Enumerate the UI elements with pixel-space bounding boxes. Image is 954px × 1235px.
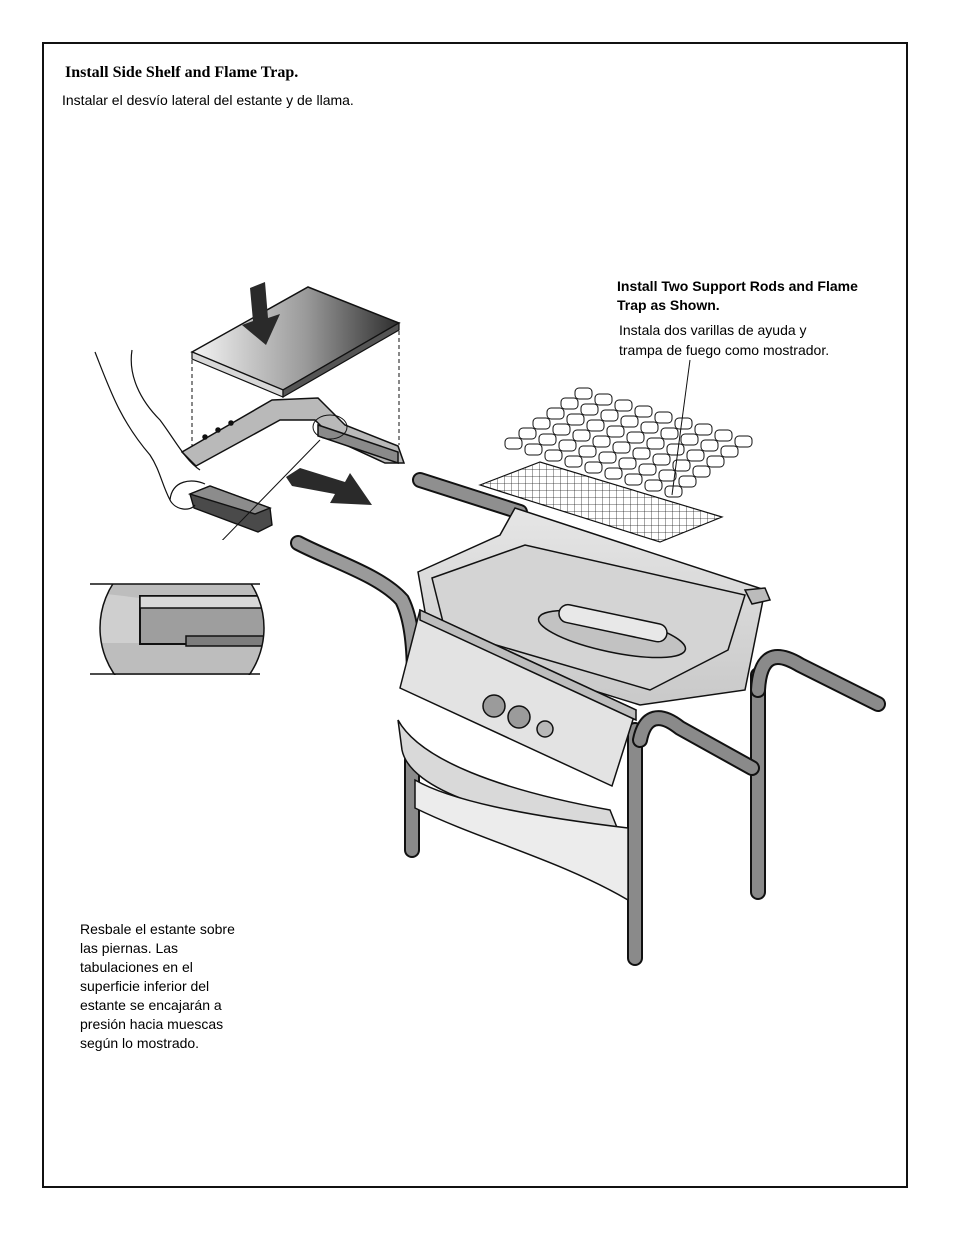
flame-trap-tile xyxy=(678,475,697,488)
flame-trap-tile xyxy=(546,407,565,420)
note-line: según lo mostrado. xyxy=(80,1035,200,1051)
flame-trap-tile xyxy=(672,459,691,472)
flame-trap-tile xyxy=(658,469,677,482)
hand-outline xyxy=(94,349,206,510)
flame-trap-tiles xyxy=(504,387,753,498)
note-line: tabulaciones en el xyxy=(80,959,193,975)
flame-trap-tile xyxy=(618,457,637,470)
note-line: las piernas. Las xyxy=(80,940,179,956)
control-panel xyxy=(399,608,637,788)
flame-trap-tile xyxy=(592,435,611,448)
flame-trap-tile xyxy=(564,455,583,468)
flame-trap-tile xyxy=(544,449,563,462)
flame-trap-tile xyxy=(640,421,659,434)
callout-english-line: Install Two Support Rods and Flame xyxy=(617,278,858,294)
flame-trap-tile xyxy=(594,393,613,406)
down-arrow-icon xyxy=(242,282,280,345)
flame-trap-tile xyxy=(700,439,719,452)
flame-trap-tile xyxy=(638,463,657,476)
flame-trap-tile xyxy=(552,423,571,436)
flame-trap-tile xyxy=(706,455,725,468)
flame-trap-tile xyxy=(580,403,599,416)
flame-trap-tile xyxy=(578,445,597,458)
flame-trap-tile xyxy=(652,453,671,466)
page-title: Install Side Shelf and Flame Trap. xyxy=(65,64,299,81)
flame-trap-tile xyxy=(666,443,685,456)
callout-english-line: Trap as Shown. xyxy=(617,297,720,313)
page-subtitle: Instalar el desvío lateral del estante y… xyxy=(62,92,354,108)
flame-trap-tile xyxy=(660,427,679,440)
callout-spanish: Instala dos varillas de ayuda y trampa d… xyxy=(619,320,909,360)
flame-trap-tile xyxy=(720,445,739,458)
flame-trap-tile xyxy=(634,405,653,418)
flame-trap-tile xyxy=(614,399,633,412)
flame-trap-tile xyxy=(572,429,591,442)
cooking-grate xyxy=(478,461,724,543)
flame-trap-tile xyxy=(686,449,705,462)
flame-trap-part xyxy=(187,485,273,533)
igniter-button-icon xyxy=(536,720,554,738)
flame-trap-tile xyxy=(694,423,713,436)
flame-trap-tile xyxy=(626,431,645,444)
flame-trap-tile xyxy=(532,417,551,430)
note-line: estante se encajarán a xyxy=(80,997,222,1013)
flame-trap-tile xyxy=(714,429,733,442)
flame-trap-tile xyxy=(574,387,593,400)
side-shelf xyxy=(190,286,401,399)
callout-spanish-line: trampa de fuego como mostrador. xyxy=(619,342,830,358)
flame-trap-tile xyxy=(632,447,651,460)
grill-cabinet xyxy=(397,719,629,902)
flame-trap-tile xyxy=(664,485,683,498)
flame-trap-tile xyxy=(538,433,557,446)
flame-trap-tile xyxy=(624,473,643,486)
control-knob-icon xyxy=(482,694,506,718)
flame-trap-tile xyxy=(646,437,665,450)
note-line: presión hacia muescas xyxy=(80,1016,224,1032)
flame-trap-tile xyxy=(560,397,579,410)
flame-trap-tile xyxy=(680,433,699,446)
flame-trap-tile xyxy=(504,437,523,450)
flame-trap-tile xyxy=(620,415,639,428)
alignment-guides xyxy=(191,331,400,450)
flame-trap-tile xyxy=(566,413,585,426)
flame-trap-tile xyxy=(584,461,603,474)
grill-legs xyxy=(404,649,886,966)
flame-trap-tile xyxy=(674,417,693,430)
note-line: Resbale el estante sobre xyxy=(80,921,235,937)
flame-trap-tile xyxy=(612,441,631,454)
flame-trap-tile xyxy=(654,411,673,424)
shelf-instruction-note: Resbale el estante sobre las piernas. La… xyxy=(80,920,280,1053)
note-line: superficie inferior del xyxy=(80,978,210,994)
flame-trap-tile xyxy=(604,467,623,480)
detail-circle xyxy=(312,414,348,440)
callout-spanish-line: Instala dos varillas de ayuda y xyxy=(619,322,807,338)
flame-trap-tile xyxy=(586,419,605,432)
flame-trap-tile xyxy=(600,409,619,422)
flame-trap-tile xyxy=(692,465,711,478)
flame-trap-tile xyxy=(606,425,625,438)
flame-trap-tile xyxy=(558,439,577,452)
shelf-bracket xyxy=(180,397,406,467)
flame-trap-tile xyxy=(598,451,617,464)
flame-trap-tile xyxy=(518,427,537,440)
right-arrow-icon xyxy=(286,468,372,505)
flame-trap-tile xyxy=(734,435,753,448)
control-knob-icon xyxy=(507,705,531,729)
page-edge-mark xyxy=(906,308,908,1026)
callout-english: Install Two Support Rods and Flame Trap … xyxy=(617,277,907,315)
flame-trap-tile xyxy=(644,479,663,492)
leader-line xyxy=(207,439,321,556)
flame-trap-tile xyxy=(524,443,543,456)
callout-pointer xyxy=(671,359,691,496)
